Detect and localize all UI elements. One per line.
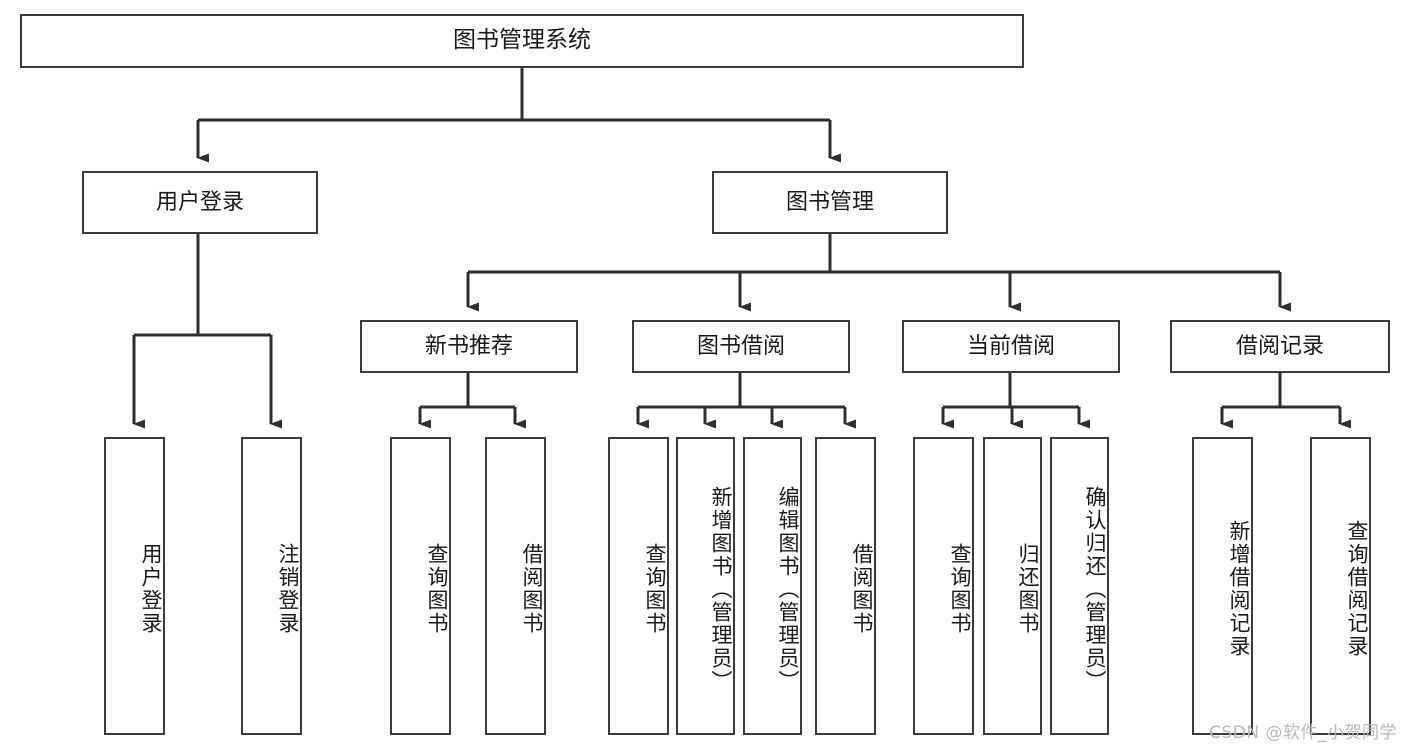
node-book-manage[interactable]: 图书管理 <box>712 171 948 234</box>
leaf-add-book-label: 新增图书（管理员） <box>709 485 733 693</box>
leaf-borrow-book-2-label: 借阅图书 <box>850 543 874 635</box>
leaf-borrow-book-1[interactable]: 借阅图书 <box>485 437 546 735</box>
leaf-query-book-1[interactable]: 查询图书 <box>390 437 451 735</box>
leaf-query-record-label: 查询借阅记录 <box>1345 520 1369 658</box>
node-user-login-label: 用户登录 <box>155 189 244 215</box>
leaf-query-record[interactable]: 查询借阅记录 <box>1310 437 1371 735</box>
leaf-return-book-label: 归还图书 <box>1016 543 1040 635</box>
leaf-query-book-1-label: 查询图书 <box>425 543 449 635</box>
leaf-confirm-return-label: 确认归还（管理员） <box>1083 485 1107 693</box>
node-book-manage-label: 图书管理 <box>785 189 874 215</box>
leaf-logout-login[interactable]: 注销登录 <box>241 437 302 735</box>
node-new-book-recommend-label: 新书推荐 <box>424 333 513 359</box>
node-borrow-record[interactable]: 借阅记录 <box>1170 320 1390 373</box>
leaf-return-book[interactable]: 归还图书 <box>983 437 1042 735</box>
node-borrow-record-label: 借阅记录 <box>1235 333 1324 359</box>
leaf-query-book-2-label: 查询图书 <box>643 543 667 635</box>
leaf-edit-book-label: 编辑图书（管理员） <box>776 485 800 693</box>
leaf-user-login[interactable]: 用户登录 <box>104 437 165 735</box>
node-root[interactable]: 图书管理系统 <box>20 14 1024 68</box>
node-user-login[interactable]: 用户登录 <box>82 171 318 234</box>
leaf-borrow-book-2[interactable]: 借阅图书 <box>815 437 876 735</box>
leaf-query-book-2[interactable]: 查询图书 <box>608 437 669 735</box>
leaf-borrow-book-1-label: 借阅图书 <box>520 543 544 635</box>
node-book-borrow[interactable]: 图书借阅 <box>632 320 850 373</box>
csdn-watermark: CSDN @软件_小贺同学 <box>1209 723 1397 743</box>
leaf-add-book[interactable]: 新增图书（管理员） <box>676 437 735 735</box>
leaf-add-record[interactable]: 新增借阅记录 <box>1192 437 1253 735</box>
node-new-book-recommend[interactable]: 新书推荐 <box>360 320 578 373</box>
node-root-label: 图书管理系统 <box>453 27 591 54</box>
node-current-borrow-label: 当前借阅 <box>966 333 1055 359</box>
leaf-edit-book[interactable]: 编辑图书（管理员） <box>743 437 802 735</box>
leaf-query-book-3[interactable]: 查询图书 <box>913 437 974 735</box>
leaf-logout-login-label: 注销登录 <box>276 543 300 635</box>
leaf-add-record-label: 新增借阅记录 <box>1227 520 1251 658</box>
leaf-query-book-3-label: 查询图书 <box>948 543 972 635</box>
node-current-borrow[interactable]: 当前借阅 <box>902 320 1120 373</box>
leaf-confirm-return[interactable]: 确认归还（管理员） <box>1050 437 1109 735</box>
node-book-borrow-label: 图书借阅 <box>696 333 785 359</box>
leaf-user-login-label: 用户登录 <box>139 543 163 635</box>
